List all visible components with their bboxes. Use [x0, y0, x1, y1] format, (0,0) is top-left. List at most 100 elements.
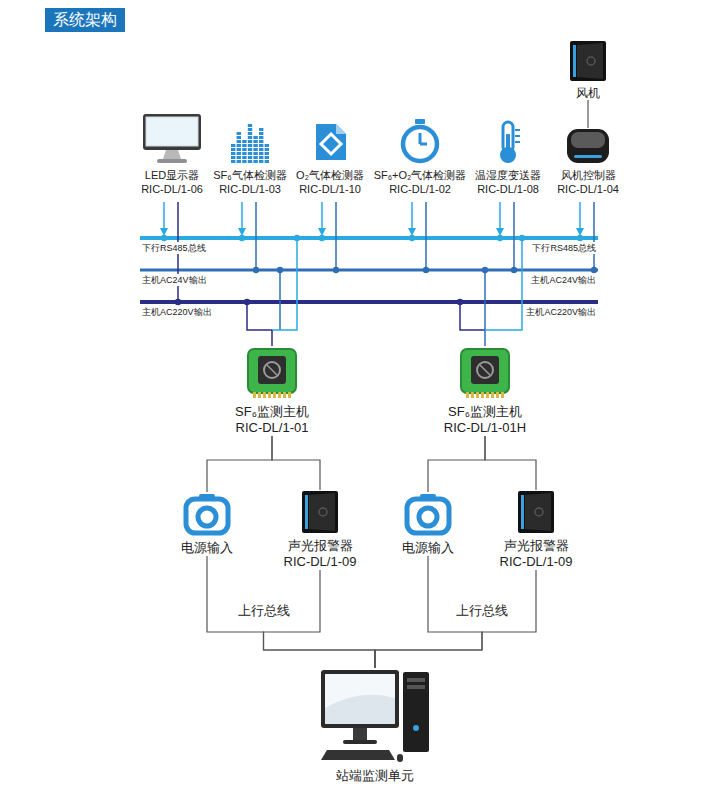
host-unit: SF₆监测主机 RIC-DL/1-01H	[442, 346, 528, 436]
device-label: 风机控制器 RIC-DL/1-04	[556, 168, 621, 196]
power-drop	[255, 202, 257, 270]
power-input: 电源输入	[180, 492, 235, 556]
host-wire	[485, 238, 522, 330]
junction-dot	[409, 235, 415, 241]
device-label: SF₆监测主机 RIC-DL/1-01	[234, 404, 311, 436]
host-wire	[271, 330, 273, 346]
power-input: 电源输入	[401, 492, 456, 556]
device-label: 站端监测单元	[335, 768, 416, 784]
power-drop	[593, 202, 595, 270]
junction-dot	[482, 267, 488, 273]
bus-label: 主机AC220V输出	[524, 306, 598, 318]
sensor-device: SF₆+O₂气体检测器 RIC-DL/1-02	[372, 118, 468, 196]
device-label: 风机	[575, 86, 602, 100]
bus-label: 下行RS485总线	[530, 242, 598, 254]
host-wire	[247, 302, 272, 330]
thermo-icon	[491, 120, 525, 164]
connector-line	[485, 436, 536, 490]
host-wire	[460, 302, 485, 330]
device-label: O₂气体检测器 RIC-DL/1-10	[295, 168, 366, 196]
chip-icon	[458, 346, 512, 400]
junction-dot	[591, 267, 597, 273]
junction-dot	[519, 235, 525, 241]
transmitter-device: 温湿度变送器 RIC-DL/1-08	[474, 120, 543, 196]
display-device: LED显示器 RIC-DL/1-06	[140, 112, 205, 196]
junction-dot	[319, 235, 325, 241]
ctrl-icon	[566, 128, 610, 164]
junction-dot	[497, 235, 503, 241]
monitor-icon	[141, 112, 203, 164]
host-wires	[244, 235, 525, 346]
junction-dot	[577, 235, 583, 241]
junction-dot	[239, 235, 245, 241]
junction-dot	[175, 299, 181, 305]
host-wire	[484, 270, 486, 346]
bus-label: 主机AC24V输出	[529, 274, 598, 286]
fan-unit: 风机	[569, 40, 607, 100]
power-drop	[335, 202, 337, 270]
connector-line	[207, 556, 375, 668]
device-label: 声光报警器 RIC-DL/1-09	[498, 538, 574, 570]
junction-dot	[457, 299, 463, 305]
junction-dot	[253, 267, 259, 273]
host-wire	[279, 270, 281, 330]
bus-label: 下行RS485总线	[140, 242, 208, 254]
power-drop	[425, 202, 427, 270]
power-icon	[404, 492, 452, 536]
connector-line	[428, 436, 485, 492]
device-label: 温湿度变送器 RIC-DL/1-08	[474, 168, 543, 196]
rs485-drop	[321, 202, 323, 229]
rs485-bus	[140, 236, 598, 240]
junction-dot	[294, 235, 300, 241]
chip-icon	[245, 346, 299, 400]
junction-dot	[423, 267, 429, 273]
bus-name: 上行总线	[236, 603, 292, 619]
box-icon	[301, 490, 339, 534]
device-label: 电源输入	[401, 540, 456, 556]
device-label: 声光报警器 RIC-DL/1-09	[282, 538, 358, 570]
alarm-device: 声光报警器 RIC-DL/1-09	[498, 490, 574, 570]
connector-line	[375, 570, 536, 668]
bars-icon	[230, 120, 270, 164]
rs485-drop	[241, 202, 243, 229]
junction-dot	[511, 267, 517, 273]
rs485-drop	[579, 202, 581, 229]
device-drops	[160, 202, 597, 305]
doc-icon	[310, 120, 350, 164]
junction-dot	[161, 235, 167, 241]
fan-controller: 风机控制器 RIC-DL/1-04	[556, 128, 621, 196]
ac220v-bus	[140, 300, 598, 304]
host-wire	[272, 238, 297, 330]
rs485-drop	[411, 202, 413, 229]
bus-name: 上行总线	[454, 603, 510, 619]
power-drop	[513, 202, 515, 270]
device-label: 电源输入	[180, 540, 235, 556]
device-label: SF₆气体检测器 RIC-DL/1-03	[212, 168, 289, 196]
sensor-device: SF₆气体检测器 RIC-DL/1-03	[212, 120, 289, 196]
device-label: SF₆+O₂气体检测器 RIC-DL/1-02	[372, 168, 468, 196]
junction-dot	[244, 299, 250, 305]
monitor-station: 站端监测单元	[319, 668, 431, 784]
alarm-device: 声光报警器 RIC-DL/1-09	[282, 490, 358, 570]
rs485-drop	[163, 202, 165, 229]
ac24v-bus	[140, 269, 598, 272]
connector-line	[207, 436, 272, 492]
connector-line	[272, 436, 320, 490]
watch-icon	[399, 118, 441, 164]
bus-lines	[140, 238, 598, 302]
bus-label: 主机AC24V输出	[140, 274, 209, 286]
bus-label: 主机AC220V输出	[140, 306, 214, 318]
section-title: 系统架构	[45, 8, 125, 32]
box-icon	[569, 40, 607, 82]
device-label: SF₆监测主机 RIC-DL/1-01H	[442, 404, 528, 436]
sensor-device: O₂气体检测器 RIC-DL/1-10	[295, 120, 366, 196]
connector-line	[587, 100, 588, 128]
pc-icon	[319, 668, 431, 764]
box-icon	[517, 490, 555, 534]
power-icon	[183, 492, 231, 536]
host-unit: SF₆监测主机 RIC-DL/1-01	[234, 346, 311, 436]
connector-line	[264, 570, 376, 668]
junction-dot	[277, 267, 283, 273]
rs485-drop	[499, 202, 501, 229]
